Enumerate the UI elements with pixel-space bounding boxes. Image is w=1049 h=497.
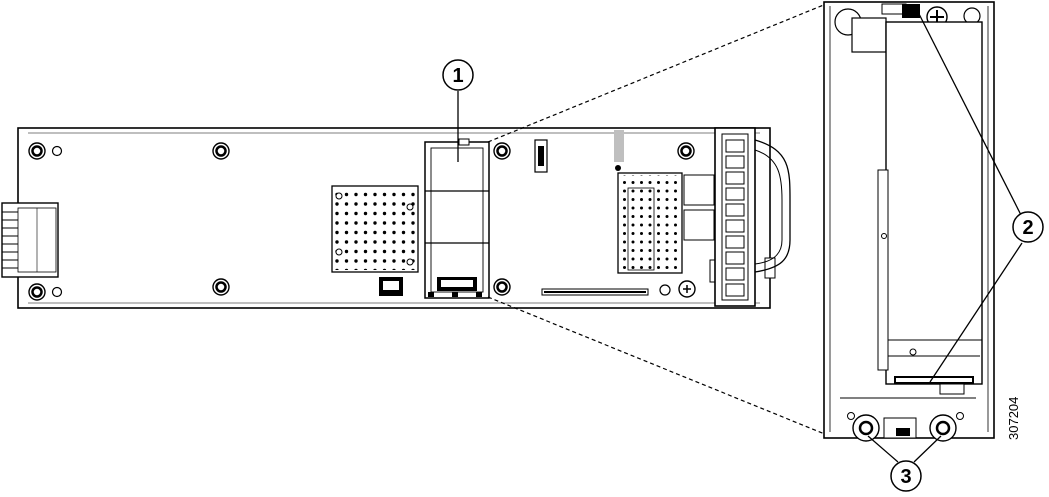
zoom-lines [487, 3, 833, 438]
figure-id: 307204 [1006, 397, 1021, 440]
callout-3-label: 3 [900, 466, 911, 488]
heatsink-left [331, 185, 419, 296]
m2-module [424, 138, 490, 299]
callout-1-label: 1 [452, 65, 463, 87]
zoom-inset [823, 1, 995, 442]
callout-leaders [457, 7, 1023, 463]
callout-2-label: 2 [1022, 217, 1033, 239]
riser-connector [714, 127, 791, 307]
callout-2: 2 [1012, 211, 1044, 243]
indicator-led [615, 165, 621, 171]
small-connector [534, 139, 548, 173]
edge-connector [1, 202, 59, 278]
callout-1: 1 [442, 59, 474, 91]
callout-3: 3 [890, 460, 922, 492]
heatsink-right [617, 172, 776, 283]
label-strip [614, 130, 624, 162]
header-connector [541, 288, 649, 296]
mounting-holes [28, 142, 696, 301]
